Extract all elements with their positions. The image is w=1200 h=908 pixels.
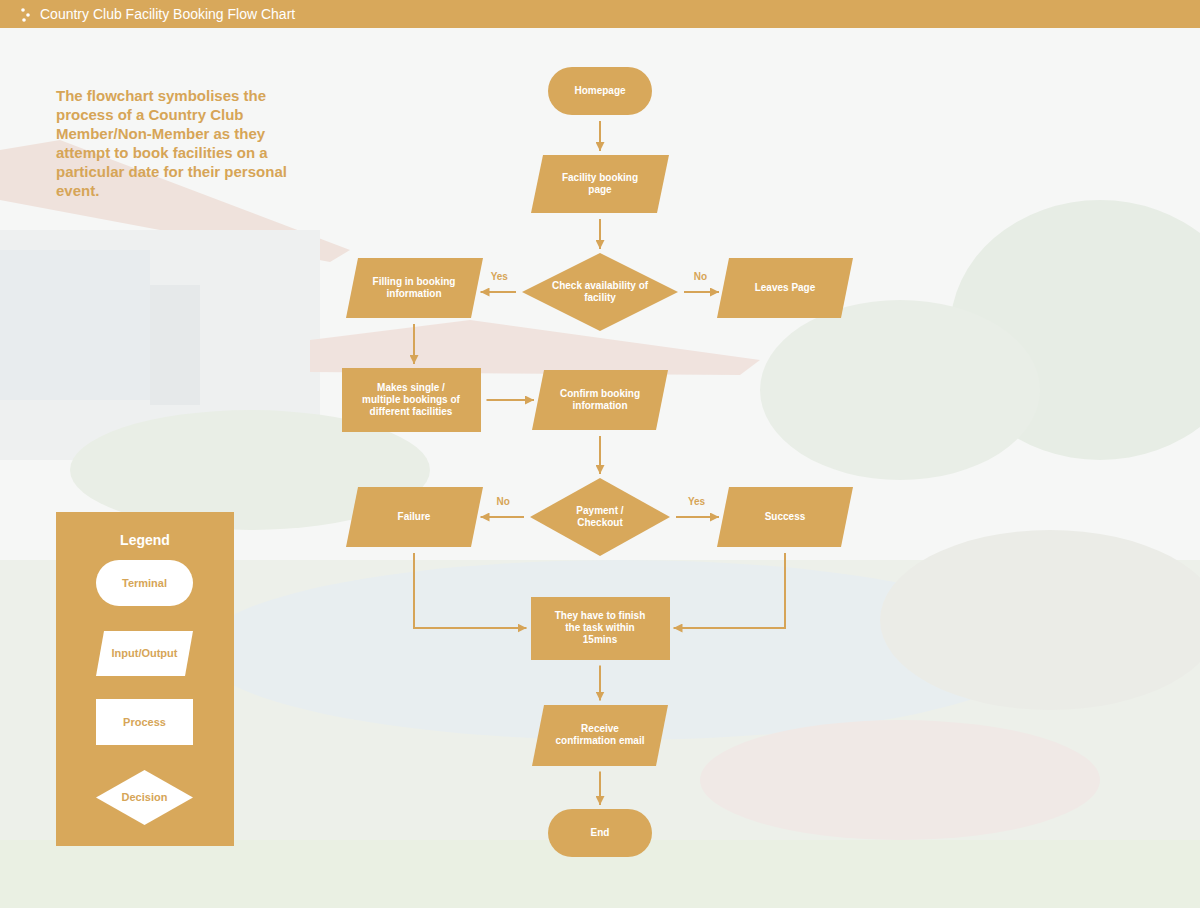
legend-shape bbox=[96, 631, 193, 676]
edge-label: Yes bbox=[688, 496, 705, 508]
node-text-group: Makes single / multiple bookings of diff… bbox=[360, 382, 463, 418]
legend-panel: LegendTerminalInput/OutputProcessDecisio… bbox=[56, 512, 234, 846]
input-output-box: Filling in booking information bbox=[346, 258, 483, 318]
clubhouse-window bbox=[150, 285, 200, 405]
legend-text: Terminal bbox=[122, 577, 167, 590]
node-label: Facility booking page bbox=[551, 172, 649, 196]
chart-title: Country Club Facility Booking Flow Chart bbox=[40, 6, 295, 22]
node-text-group: Receive confirmation email bbox=[552, 723, 648, 747]
node-label: Leaves Page bbox=[737, 282, 833, 294]
node-label: Check availability of facility bbox=[552, 280, 649, 304]
flow-arrow bbox=[413, 324, 415, 364]
clubhouse-window bbox=[0, 250, 150, 400]
rocks bbox=[880, 530, 1200, 710]
shape-fill bbox=[717, 487, 853, 547]
node-text-group: Leaves Page bbox=[737, 282, 833, 294]
node-text-group: Payment / Checkout bbox=[557, 505, 644, 529]
node-label: Payment / Checkout bbox=[557, 505, 644, 529]
node-label: Makes single / multiple bookings of diff… bbox=[360, 382, 463, 418]
node-text-group: Filling in booking information bbox=[366, 276, 463, 300]
legend-text: Decision bbox=[122, 791, 168, 804]
flow-arrow bbox=[599, 436, 601, 474]
shape-fill bbox=[532, 370, 668, 430]
shape-fill bbox=[530, 478, 670, 556]
decision-diamond: Payment / Checkout bbox=[530, 478, 670, 556]
node-text-group: Success bbox=[737, 511, 833, 523]
terminal-box: Homepage bbox=[548, 67, 652, 115]
node-text-group: They have to finish the task within 15mi… bbox=[549, 610, 652, 646]
node-label: Confirm booking information bbox=[552, 388, 648, 412]
input-output-box: Success bbox=[717, 487, 853, 547]
flow-arrow bbox=[599, 772, 601, 806]
shape-fill bbox=[346, 487, 483, 547]
shape-fill bbox=[346, 258, 483, 318]
shape-fill bbox=[532, 705, 668, 766]
flow-arrow bbox=[674, 553, 786, 628]
flow-arrow bbox=[684, 291, 719, 293]
legend-decision-diamond: Decision bbox=[96, 770, 193, 825]
process-box: Makes single / multiple bookings of diff… bbox=[342, 368, 481, 432]
shape-fill bbox=[522, 253, 678, 331]
legend-heading: Legend bbox=[56, 532, 234, 548]
input-output-box: Confirm booking information bbox=[532, 370, 668, 430]
shape-fill bbox=[548, 809, 652, 857]
node-text-group: Facility booking page bbox=[551, 172, 649, 196]
dots-icon bbox=[0, 0, 40, 28]
node-text-group: Check availability of facility bbox=[552, 280, 649, 304]
legend-text: Process bbox=[123, 716, 166, 729]
flow-arrow bbox=[481, 291, 517, 293]
legend-input-output-box: Input/Output bbox=[96, 631, 193, 676]
flow-arrow bbox=[414, 553, 527, 628]
terminal-box: End bbox=[548, 809, 652, 857]
tree bbox=[760, 300, 1040, 480]
flow-arrow bbox=[676, 516, 719, 518]
node-text-group: End bbox=[558, 827, 642, 839]
input-output-box: Receive confirmation email bbox=[532, 705, 668, 766]
flow-arrow bbox=[599, 666, 601, 701]
legend-shape bbox=[96, 560, 193, 606]
input-output-box: Failure bbox=[346, 487, 483, 547]
process-box: They have to finish the task within 15mi… bbox=[531, 597, 670, 660]
flow-arrow bbox=[599, 219, 601, 249]
node-label: Failure bbox=[366, 511, 463, 523]
node-label: Success bbox=[737, 511, 833, 523]
legend-text: Input/Output bbox=[112, 647, 178, 660]
input-output-box: Facility booking page bbox=[531, 155, 669, 213]
shape-fill bbox=[531, 155, 669, 213]
flow-arrow bbox=[599, 121, 601, 151]
legend-shape bbox=[96, 699, 193, 745]
roof bbox=[310, 320, 760, 375]
edge-label: No bbox=[497, 496, 510, 508]
legend-process-box: Process bbox=[96, 699, 193, 745]
node-text-group: Confirm booking information bbox=[552, 388, 648, 412]
shape-fill bbox=[548, 67, 652, 115]
node-label: Filling in booking information bbox=[366, 276, 463, 300]
node-label: Homepage bbox=[558, 85, 642, 97]
flow-arrow bbox=[481, 516, 525, 518]
flowers bbox=[700, 720, 1100, 840]
legend-terminal-box: Terminal bbox=[96, 560, 193, 606]
flow-arrow bbox=[487, 399, 535, 401]
input-output-box: Leaves Page bbox=[717, 258, 853, 318]
shape-fill bbox=[531, 597, 670, 660]
shape-fill bbox=[342, 368, 481, 432]
node-label: End bbox=[558, 827, 642, 839]
node-label: They have to finish the task within 15mi… bbox=[549, 610, 652, 646]
node-text-group: Failure bbox=[366, 511, 463, 523]
edge-label: Yes bbox=[491, 271, 508, 283]
node-text-group: Homepage bbox=[558, 85, 642, 97]
edge-label: No bbox=[694, 271, 707, 283]
node-label: Receive confirmation email bbox=[552, 723, 648, 747]
description-text: The flowchart symbolises the process of … bbox=[56, 86, 311, 200]
shape-fill bbox=[717, 258, 853, 318]
legend-shape bbox=[96, 770, 193, 825]
title-bar: Country Club Facility Booking Flow Chart bbox=[0, 0, 1200, 28]
decision-diamond: Check availability of facility bbox=[522, 253, 678, 331]
